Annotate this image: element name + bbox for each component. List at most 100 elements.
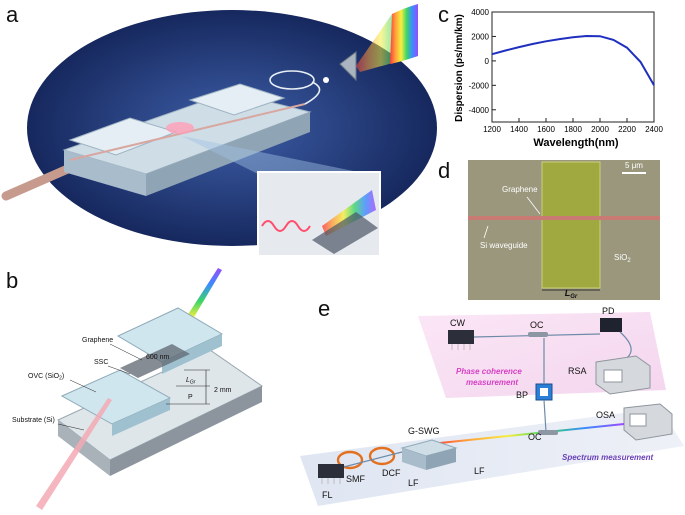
fiber-connection [304,81,321,105]
substrate-label: Substrate (Si) [12,417,55,424]
graphene-region-b [120,344,190,378]
graphene-lattice [312,212,378,254]
fiber-loop [269,70,315,90]
si-waveguide-label: Si waveguide [480,241,528,250]
oc-middle-label: OC [528,432,542,442]
lgr-label-d: LGr [565,288,578,300]
ssc-pointer [107,365,131,375]
osa-instrument [623,403,673,441]
panel-label-d: d [438,158,451,183]
x-tick-label: 1200 [483,125,501,134]
graphene-label-b: Graphene [82,337,113,344]
scale-bar [622,172,646,174]
panel-label-b: b [6,268,19,293]
y-tick-label: -4000 [469,106,490,115]
spectrum-screen [390,4,418,64]
x-tick-label: 1800 [564,125,582,134]
width-600nm-label: 600 nm [146,354,170,361]
y-tick-label: 0 [485,57,490,66]
cw-laser [448,330,474,344]
two-mm-label: 2 mm [214,387,232,394]
x-tick-label: 2200 [618,125,636,134]
lf-left-label: LF [408,478,419,488]
pd-label: PD [602,306,615,316]
cladding-block-bottom-side [112,398,170,436]
panel-label-e: e [318,296,331,321]
ovc-label: OVC (SiO2) [28,373,64,382]
light-glow [166,122,194,134]
input-fiber [1,163,75,201]
waveguide-pointer [483,225,489,239]
oc-top [528,332,548,337]
graphene-pointer-b [109,343,143,361]
lf-right-label: LF [474,466,485,476]
y-axis-label: Dispersion (ps/nm/km) [454,14,465,122]
cw-label: CW [450,318,465,328]
graphene-sheet [541,161,601,289]
panel-a-illustration [1,4,437,257]
graphene-pointer-d [526,196,541,215]
phase-coherence-line1: Phase coherence [456,367,522,376]
x-tick-label: 2000 [591,125,609,134]
smf-label: SMF [346,474,366,484]
dispersion-curve [491,34,655,86]
dcf-label: DCF [382,468,401,478]
x-tick-label: 1400 [510,125,528,134]
y-tick-label: -2000 [469,81,490,90]
panel-b-illustration: Graphene 600 nm SSC OVC (SiO2) LGr P 2 m… [12,268,263,510]
substrate-front [58,420,110,476]
graphene-label-d: Graphene [502,185,538,194]
oc-middle [538,430,558,435]
ssc-label: SSC [94,359,108,366]
phase-coherence-line2: measurement [466,378,518,387]
rsa-label: RSA [568,366,587,376]
inset-rainbow [322,190,376,236]
input-beam [36,398,112,510]
x-axis-label: Wavelength(nm) [533,137,618,149]
light-wave [261,220,311,232]
x-tick-label: 1600 [537,125,555,134]
cw-pins [451,344,471,350]
panel-label-c: c [438,2,449,27]
y-tick-label: 2000 [471,32,489,41]
smf-coil [336,450,364,470]
fiber-laser [318,464,344,478]
x-ticks: 1200 1400 1600 1800 2000 2200 2400 [483,118,663,134]
chip-side [146,112,310,196]
ovc-pointer [69,379,97,393]
rainbow-fiber [429,423,625,445]
si-waveguide-line [468,216,660,220]
osa-screen [629,413,647,427]
rsa-instrument [595,355,651,395]
bp-fiber-down [543,399,547,433]
dispersion-chart: 4000 2000 0 -2000 -4000 1200 1400 1600 1800 2000… [454,8,663,149]
panel-label-a: a [6,2,19,27]
panel-e-setup: CW OC PD RSA Phase coherence measurement… [300,306,684,506]
fl-pins [321,478,341,484]
micrograph: 5 μm Graphene Si waveguide SiO2 LGr [468,160,660,300]
bp-label: BP [516,390,528,400]
chip-front [64,150,146,196]
x-tick-label: 2400 [645,125,663,134]
spectrum-zone [300,408,684,506]
photodetector [600,318,622,332]
p-label: P [188,394,193,401]
substrate-side [110,386,262,476]
lgr-label-b: LGr [186,377,196,386]
y-ticks: 4000 2000 0 -2000 -4000 [469,8,496,115]
gswg-label: G-SWG [408,426,440,436]
chart-plot-area [491,11,655,123]
fl-label: FL [322,490,333,500]
substrate-pointer [57,423,85,431]
cladding-block-top-side [162,334,222,374]
dcf-coil [368,446,396,466]
gswg-chip-side [426,448,456,470]
oc-top-label: OC [530,320,544,330]
y-tick-label: 4000 [471,8,489,17]
osa-label: OSA [596,410,615,420]
sio2-label-d: SiO2 [614,253,631,264]
spectrum-measurement-label: Spectrum measurement [562,453,653,462]
scale-label: 5 μm [625,161,643,170]
output-spark [323,77,329,83]
